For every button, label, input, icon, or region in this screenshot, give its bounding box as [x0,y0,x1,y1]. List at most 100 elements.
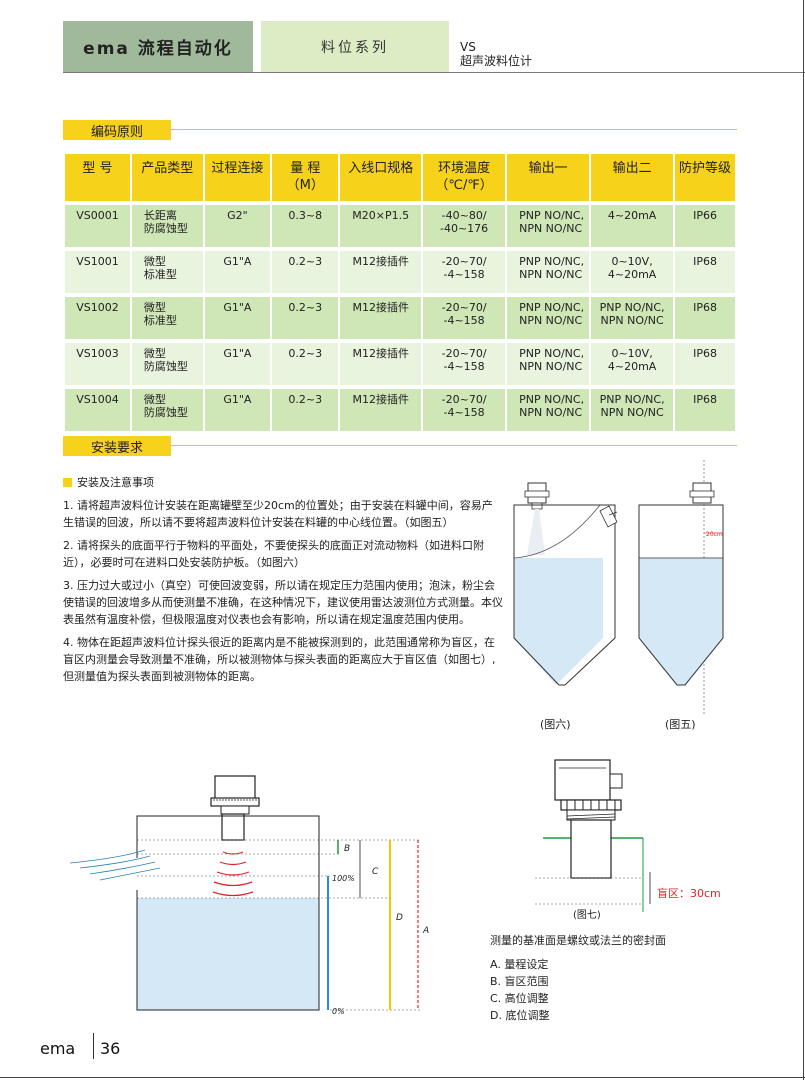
table-cell: IP66 [675,205,735,247]
section-line-install [171,445,737,446]
table-cell: PNP NO/NC, NPN NO/NC [507,389,590,431]
legend-title: 测量的基准面是螺纹或法兰的密封面 [490,934,666,947]
brand-banner: ema 流程自动化 [63,21,253,72]
label-full: 100% [332,874,355,883]
fig7-caption: (图七) [573,909,601,921]
table-cell: -20~70/ -4~158 [423,251,506,293]
figure-6-silo [513,482,618,686]
page-border-right [803,0,804,1080]
model-title: VS 超声波料位计 [460,40,532,68]
table-cell: IP68 [675,251,735,293]
table-header-cell: 量 程 （M） [272,154,339,201]
table-cell: PNP NO/NC, NPN NO/NC [507,205,590,247]
table-cell: 微型 标准型 [131,297,203,339]
table-cell: G1"A [204,251,271,293]
table-cell: PNP NO/NC, NPN NO/NC [591,389,674,431]
table-cell: VS1004 [65,389,130,431]
table-header-cell: 型 号 [65,154,130,201]
table-cell: 微型 防腐蚀型 [131,343,203,385]
tank-range-diagram: B C D A 100% 0% [69,775,429,1016]
install-notes: 安装及注意事项 1. 请将超声波料位计安装在距离罐壁至少20cm的位置处；由于安… [63,474,503,691]
install-note-2: 2. 请将探头的底面平行于物料的平面处，不要使探头的底面正对流动物料（如进料口附… [63,539,484,569]
table-cell: G2" [204,205,271,247]
table-cell: M20×P1.5 [340,205,422,247]
header-divider [63,72,805,73]
table-cell: IP68 [675,343,735,385]
legend-item: C. 高位调整 [490,992,549,1005]
blind-zone-label: 盲区：30cm [657,886,721,900]
table-cell: VS1003 [65,343,130,385]
label-c: C [372,867,379,877]
table-cell: VS1002 [65,297,130,339]
legend-item: D. 底位调整 [490,1009,550,1022]
table-cell: 0.2~3 [272,251,339,293]
table-cell: G1"A [204,297,271,339]
footer-divider [93,1033,94,1059]
legend-item: B. 盲区范围 [490,975,549,988]
table-cell: 0.2~3 [272,297,339,339]
table-cell: 0~10V, 4~20mA [591,343,674,385]
table-header-cell: 输出一 [507,154,590,201]
table-header-cell: 产品类型 [131,154,203,201]
table-cell: G1"A [204,343,271,385]
table-header-cell: 环境温度 （℃/℉） [423,154,506,201]
series-banner: 料位系列 [261,21,449,72]
section-tag-install: 安装要求 [63,436,171,456]
table-cell: 微型 防腐蚀型 [131,389,203,431]
table-cell: IP68 [675,389,735,431]
table-cell: 0.2~3 [272,343,339,385]
table-cell: PNP NO/NC, NPN NO/NC [507,343,590,385]
section-line-coding [171,129,737,130]
table-header-cell: 防护等级 [675,154,735,201]
table-header-cell: 输出二 [591,154,674,201]
page-number: 36 [100,1039,121,1058]
table-cell: -20~70/ -4~158 [423,297,506,339]
fig5-distance-label: 20cm [706,531,723,538]
section-tag-coding: 编码原则 [63,120,171,140]
figure-5-silo: 20cm [638,460,724,715]
figure-7-blind-zone: 盲区：30cm (图七) [535,759,721,921]
label-a: A [422,926,429,936]
table-cell: IP68 [675,297,735,339]
table-cell: PNP NO/NC, NPN NO/NC [507,297,590,339]
table-header-cell: 过程连接 [204,154,271,201]
table-cell: VS0001 [65,205,130,247]
table-cell: M12接插件 [340,297,422,339]
table-cell: 4~20mA [591,205,674,247]
model-name: 超声波料位计 [460,54,533,68]
silo-figures: 20cm (图六) (图五) [513,460,724,731]
table-cell: 0.2~3 [272,389,339,431]
install-heading: 安装及注意事项 [63,474,503,491]
label-empty: 0% [332,1007,345,1016]
table-cell: M12接插件 [340,251,422,293]
measurement-legend: 测量的基准面是螺纹或法兰的密封面 A. 量程设定 B. 盲区范围 C. 高位调整… [490,932,666,1024]
footer-brand: ema [40,1039,76,1058]
label-d: D [396,913,403,923]
table-cell: -20~70/ -4~158 [423,389,506,431]
spec-table: 型 号产品类型过程连接量 程 （M）入线口规格环境温度 （℃/℉）输出一输出二防… [63,154,737,435]
fig5-caption: (图五) [665,718,696,731]
page-border-bottom [0,1077,805,1078]
label-b: B [344,844,350,854]
table-header-cell: 入线口规格 [340,154,422,201]
square-bullet-icon [63,478,72,487]
table-cell: 长距离 防腐蚀型 [131,205,203,247]
table-cell: PNP NO/NC, NPN NO/NC [507,251,590,293]
table-header-row: 型 号产品类型过程连接量 程 （M）入线口规格环境温度 （℃/℉）输出一输出二防… [65,154,735,201]
install-note-1: 1. 请将超声波料位计安装在距离罐壁至少20cm的位置处；由于安装在料罐中间，容… [63,499,493,529]
model-code: VS [460,40,476,54]
table-cell: 0.3~8 [272,205,339,247]
table-cell: G1"A [204,389,271,431]
legend-item: A. 量程设定 [490,958,549,971]
table-cell: 0~10V, 4~20mA [591,251,674,293]
table-cell: M12接插件 [340,343,422,385]
fig6-caption: (图六) [540,718,571,731]
table-cell: VS1001 [65,251,130,293]
install-note-3: 3. 压力过大或过小（真空）可使回波变弱，所以请在规定压力范围内使用；泡沫，粉尘… [63,579,503,626]
install-note-4: 4. 物体在距超声波料位计探头很近的距离内是不能被探测到的，此范围通常称为盲区，… [63,636,496,683]
table-cell: PNP NO/NC, NPN NO/NC [591,297,674,339]
